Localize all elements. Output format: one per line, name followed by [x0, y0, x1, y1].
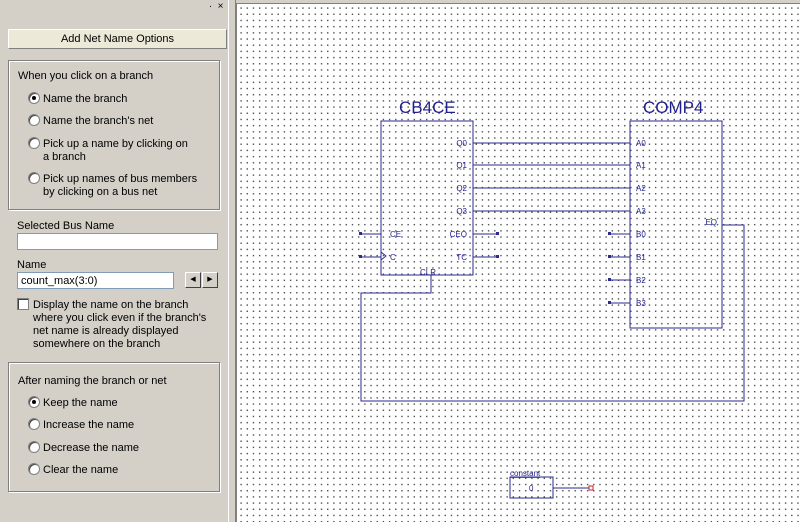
after-group-label: After naming the branch or net: [18, 375, 167, 387]
radio-pick-bus-names-label[interactable]: Pick up names of bus members by clicking…: [43, 173, 198, 198]
pin-icon[interactable]: ∙: [209, 1, 212, 12]
panel-title-bar: ∙ ×: [0, 0, 228, 16]
display-name-checkbox-label[interactable]: Display the name on the branch where you…: [33, 299, 207, 350]
counter-pin-ceo: CEO: [450, 230, 467, 239]
comp-pin-b3: B3: [636, 299, 646, 308]
increment-button[interactable]: ▶: [202, 272, 218, 288]
panel-splitter[interactable]: [228, 0, 236, 522]
radio-decrease-name[interactable]: [28, 441, 40, 453]
comp-pin-eq: EQ: [705, 218, 717, 227]
counter-pin-q3: Q3: [456, 207, 467, 216]
comp-pin-b0: B0: [636, 230, 646, 239]
c-terminal[interactable]: [359, 255, 362, 258]
radio-name-branch-net-label[interactable]: Name the branch's net: [43, 115, 154, 127]
schematic-drawing: CB4CE Q0 Q1 Q2 Q3 CEO TC CE C CLR COMP4 …: [359, 98, 745, 499]
b2-terminal[interactable]: [608, 278, 611, 281]
radio-clear-name[interactable]: [28, 463, 40, 475]
counter-pin-clr: CLR: [420, 268, 436, 277]
radio-name-branch-net[interactable]: [28, 114, 40, 126]
constant-output-marker[interactable]: [588, 485, 594, 491]
radio-pick-bus-names[interactable]: [28, 172, 40, 184]
b3-terminal[interactable]: [608, 301, 611, 304]
ceo-terminal[interactable]: [496, 232, 499, 235]
radio-pick-name-label[interactable]: Pick up a name by clicking on a branch: [43, 138, 188, 163]
counter-pin-q2: Q2: [456, 184, 467, 193]
radio-pick-name[interactable]: [28, 137, 40, 149]
counter-pin-tc: TC: [456, 253, 467, 262]
counter-pin-c: C: [390, 253, 396, 262]
radio-clear-name-label[interactable]: Clear the name: [43, 464, 119, 476]
counter-pin-ce: CE: [390, 230, 401, 239]
constant-label: constant: [510, 469, 541, 478]
bus-name-label: Selected Bus Name: [17, 220, 115, 232]
bus-name-input[interactable]: [17, 233, 218, 250]
branch-options-group: [8, 60, 220, 210]
branch-group-label: When you click on a branch: [18, 70, 154, 82]
comp-pin-a0: A0: [636, 139, 646, 148]
ce-terminal[interactable]: [359, 232, 362, 235]
radio-name-branch[interactable]: [28, 92, 40, 104]
radio-keep-name[interactable]: [28, 396, 40, 408]
name-label: Name: [17, 259, 47, 271]
counter-pin-q0: Q0: [456, 139, 467, 148]
radio-increase-name[interactable]: [28, 418, 40, 430]
constant-value: 0: [529, 484, 534, 493]
schematic-canvas[interactable]: CB4CE Q0 Q1 Q2 Q3 CEO TC CE C CLR COMP4 …: [236, 3, 800, 522]
comp-pin-b2: B2: [636, 276, 646, 285]
comp-pin-a3: A3: [636, 207, 646, 216]
comp-pin-b1: B1: [636, 253, 646, 262]
after-naming-group: [8, 362, 220, 492]
radio-name-branch-label[interactable]: Name the branch: [43, 93, 128, 105]
counter-title: CB4CE: [399, 98, 456, 117]
close-icon[interactable]: ×: [217, 1, 224, 12]
radio-decrease-name-label[interactable]: Decrease the name: [43, 442, 139, 454]
radio-increase-name-label[interactable]: Increase the name: [43, 419, 135, 431]
panel-header: Add Net Name Options: [8, 29, 227, 49]
counter-pin-q1: Q1: [456, 161, 467, 170]
display-name-checkbox[interactable]: [17, 298, 29, 310]
tc-terminal[interactable]: [496, 255, 499, 258]
b0-terminal[interactable]: [608, 232, 611, 235]
clock-marker: [380, 251, 387, 261]
name-input[interactable]: count_max(3:0): [17, 272, 174, 289]
b1-terminal[interactable]: [608, 255, 611, 258]
wire-eq-to-clr[interactable]: [360, 224, 745, 402]
comparator-title: COMP4: [643, 98, 703, 117]
comp-pin-a1: A1: [636, 161, 646, 170]
decrement-button[interactable]: ◀: [185, 272, 201, 288]
counter-body[interactable]: [380, 120, 474, 276]
options-panel: ∙ × Add Net Name Options When you click …: [0, 0, 228, 522]
comp-pin-a2: A2: [636, 184, 646, 193]
radio-keep-name-label[interactable]: Keep the name: [43, 397, 118, 409]
